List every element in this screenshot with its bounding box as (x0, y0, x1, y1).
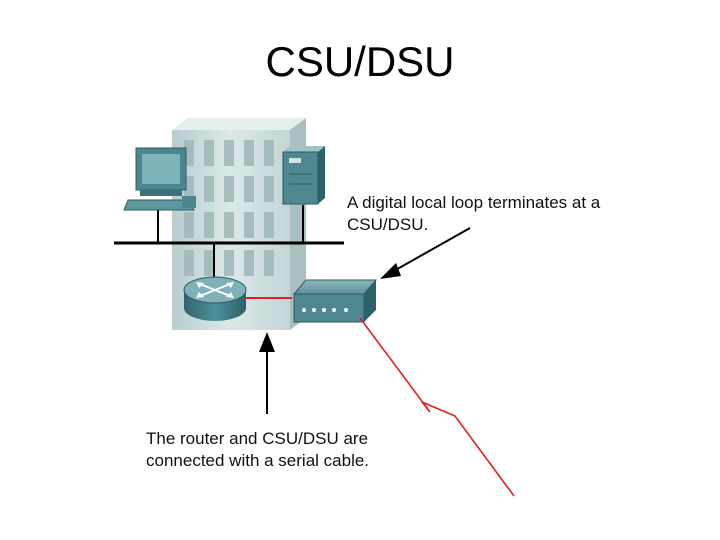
csu-dsu-callout-line2: CSU/DSU. (347, 215, 429, 234)
serial-cable-pointer-arrow (259, 332, 275, 414)
router-callout-line2: connected with a serial cable. (146, 451, 370, 470)
router-callout-line1: The router and CSU/DSU are (146, 429, 369, 448)
pc-icon (123, 147, 196, 211)
router-callout: The router and CSU/DSU are connected wit… (146, 428, 416, 472)
server-icon (282, 146, 325, 205)
slide-title: CSU/DSU (265, 38, 455, 85)
lightning-link-icon (359, 317, 515, 497)
csu-dsu-callout-line1: A digital local loop terminates at a (347, 193, 601, 212)
csu-dsu-callout: A digital local loop terminates at a CSU… (347, 192, 647, 236)
csu-dsu-icon (292, 279, 378, 323)
csu-dsu-pointer-arrow (380, 227, 471, 279)
router-icon (183, 276, 247, 321)
